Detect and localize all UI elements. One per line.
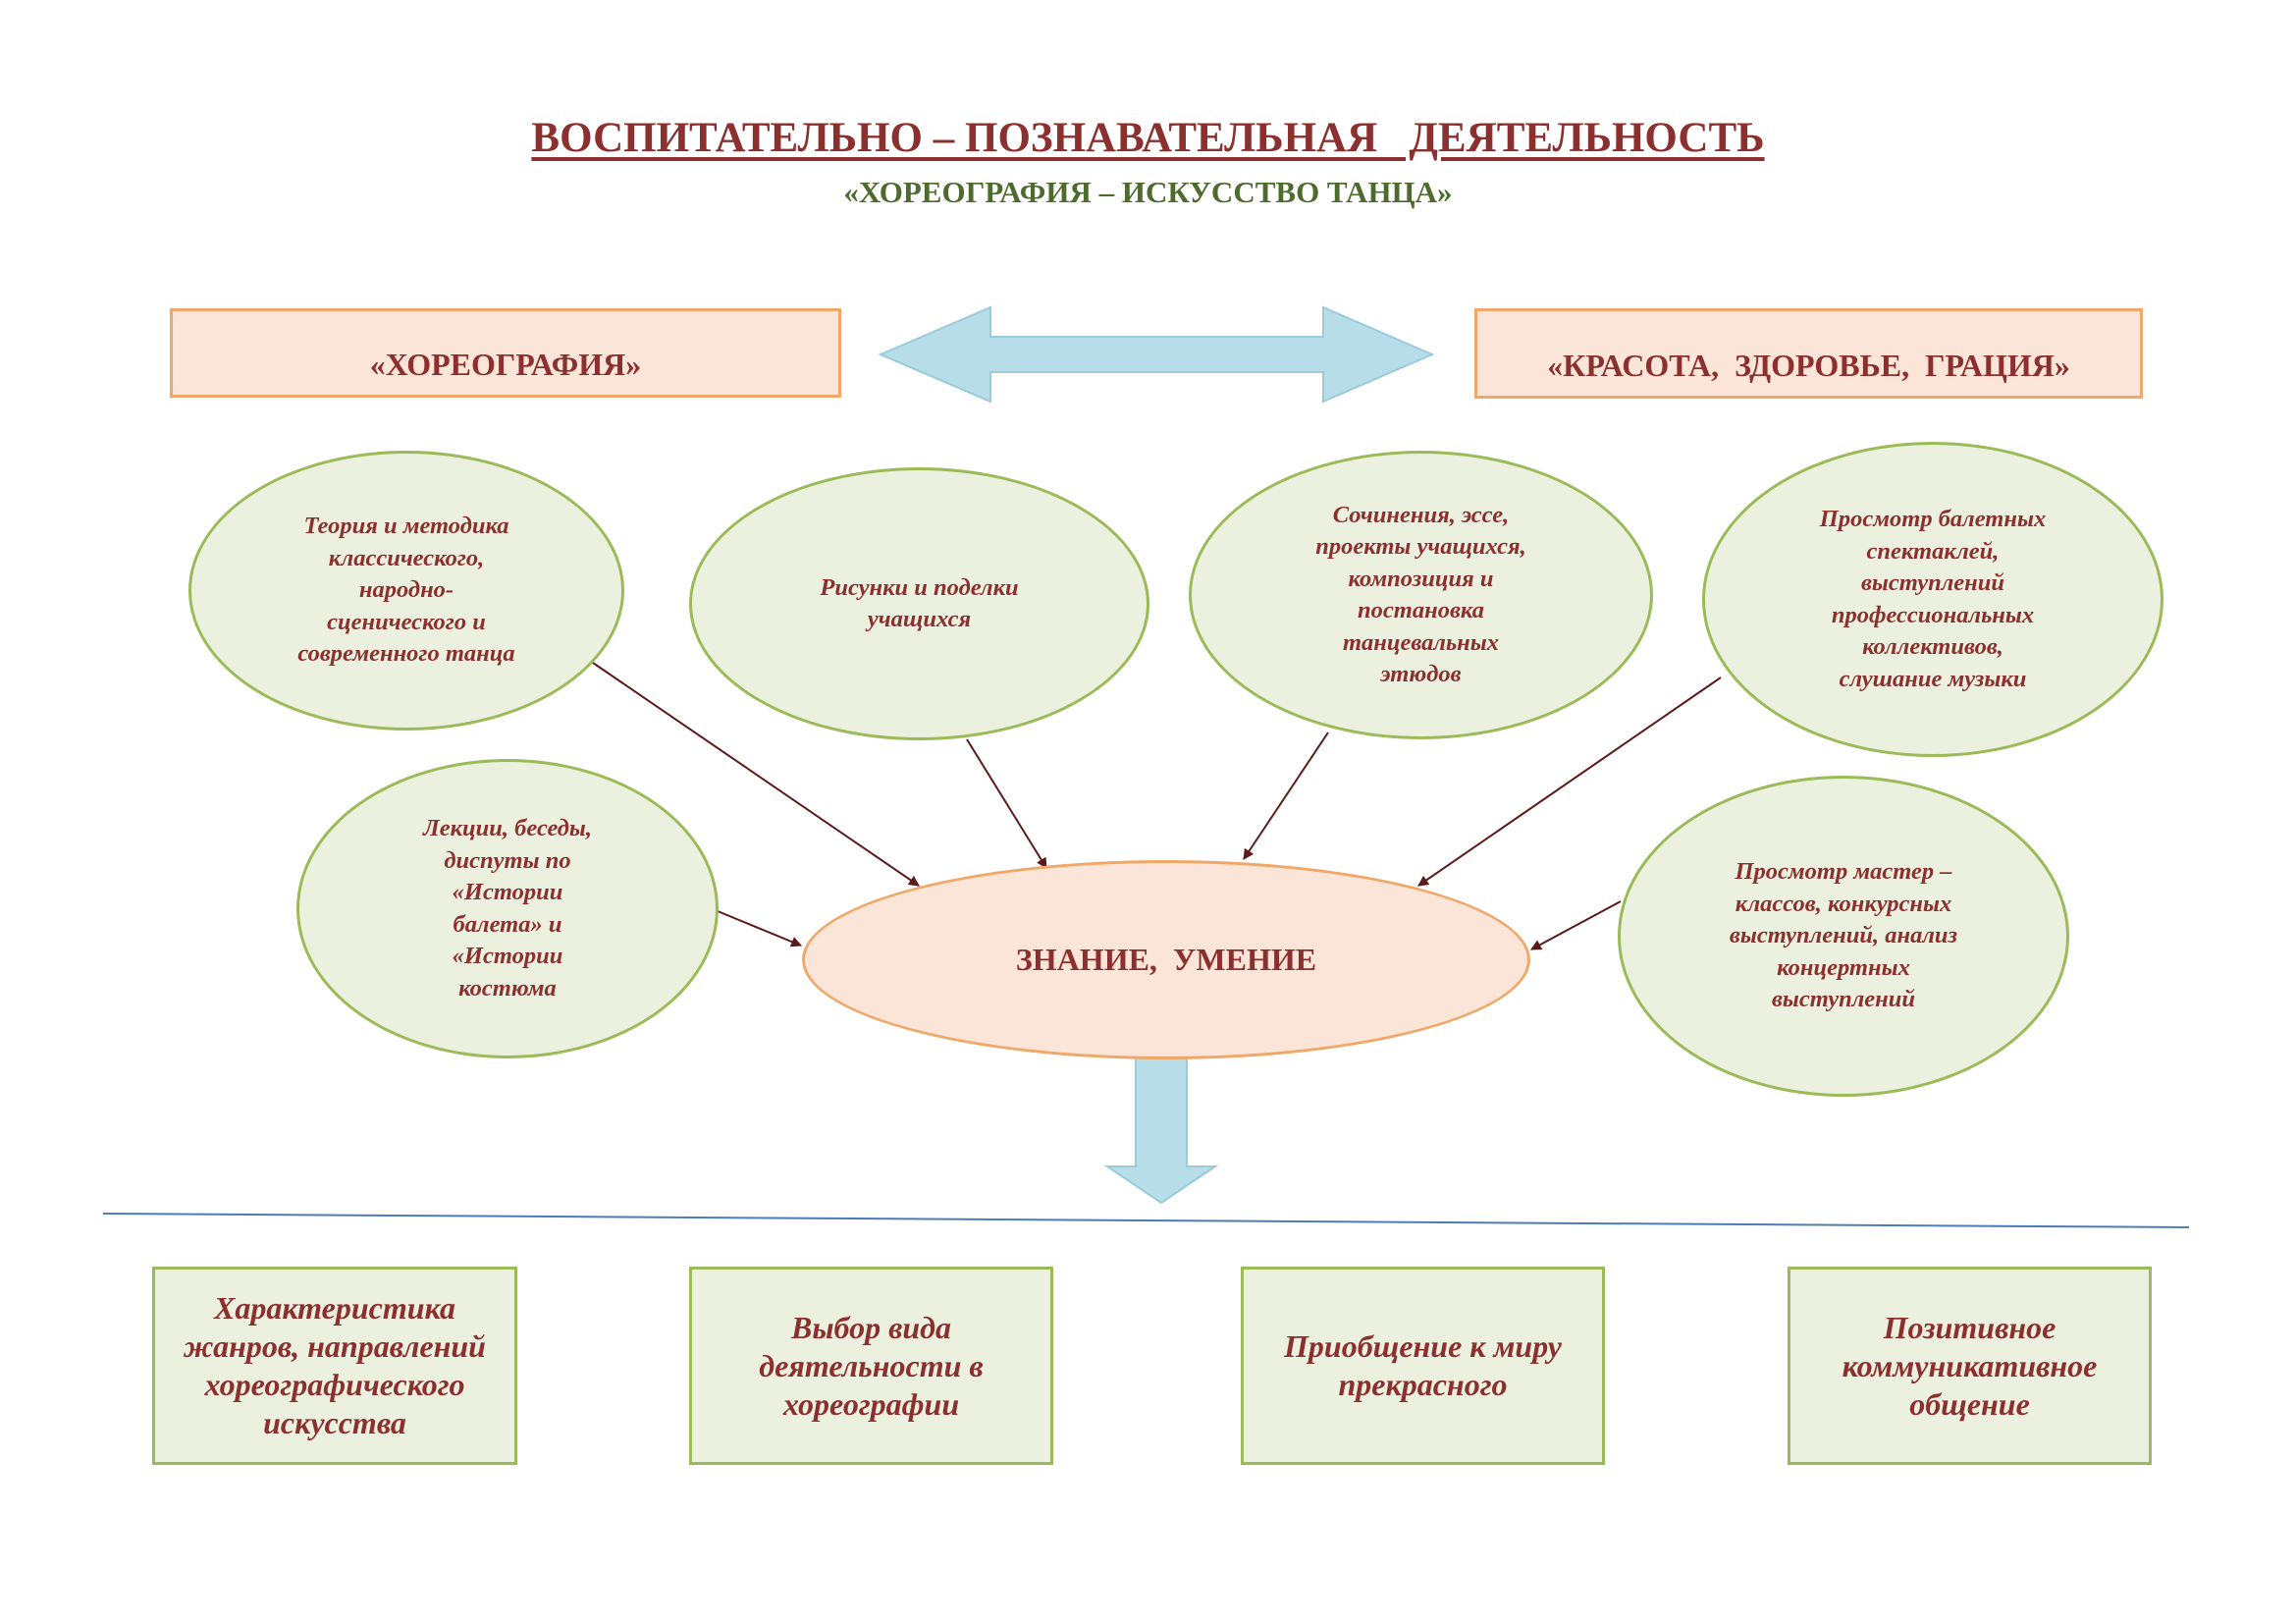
connector-ballet: [1417, 677, 1722, 887]
connector-lectures: [717, 910, 803, 947]
outcome-communication: Позитивное коммуникативное общение: [1788, 1267, 2152, 1465]
page-subtitle: «ХОРЕОГРАФИЯ – ИСКУССТВО ТАНЦА»: [843, 175, 1453, 209]
page-title: ВОСПИТАТЕЛЬНО – ПОЗНАВАТЕЛЬНАЯ ДЕЯТЕЛЬНО…: [531, 115, 1765, 161]
connector-essays: [1243, 731, 1329, 860]
connector-theory: [592, 662, 920, 887]
double-headed-arrow: [878, 305, 1435, 404]
box-choreography: «ХОРЕОГРАФИЯ»: [170, 308, 841, 398]
oval-student-drawings: Рисунки и поделки учащихся: [689, 467, 1149, 740]
outcome-beauty: Приобщение к миру прекрасного: [1241, 1267, 1605, 1465]
oval-dance-theory-text: Теория и методика классического, народно…: [297, 513, 515, 668]
oval-lectures: Лекции, беседы, диспуты по «Истории бале…: [296, 759, 719, 1058]
oval-master-classes-text: Просмотр мастер – классов, конкурсных вы…: [1729, 858, 1958, 1013]
divider-line: [102, 1213, 2190, 1228]
outcome-genres-text: Характеристика жанров, направлений хорео…: [184, 1290, 486, 1440]
center-knowledge-skill-text: ЗНАНИЕ, УМЕНИЕ: [1015, 942, 1317, 977]
oval-student-essays-text: Сочинения, эссе, проекты учащихся, компо…: [1315, 501, 1526, 688]
outcome-activity-choice-text: Выбор вида деятельности в хореографии: [759, 1309, 984, 1422]
outcome-genres: Характеристика жанров, направлений хорео…: [152, 1267, 517, 1465]
oval-master-classes: Просмотр мастер – классов, конкурсных вы…: [1618, 776, 2069, 1097]
connector-master: [1530, 900, 1622, 950]
oval-student-essays: Сочинения, эссе, проекты учащихся, компо…: [1189, 451, 1653, 739]
outcome-beauty-text: Приобщение к миру прекрасного: [1284, 1328, 1562, 1402]
center-knowledge-skill: ЗНАНИЕ, УМЕНИЕ: [802, 860, 1530, 1059]
oval-ballet-viewing-text: Просмотр балетных спектаклей, выступлени…: [1819, 506, 2047, 692]
outcome-communication-text: Позитивное коммуникативное общение: [1842, 1309, 2098, 1422]
oval-dance-theory: Теория и методика классического, народно…: [188, 451, 624, 731]
oval-lectures-text: Лекции, беседы, диспуты по «Истории бале…: [422, 815, 593, 1001]
down-arrow: [1103, 1056, 1219, 1205]
oval-student-drawings-text: Рисунки и поделки учащихся: [820, 573, 1019, 633]
oval-ballet-viewing: Просмотр балетных спектаклей, выступлени…: [1702, 442, 2163, 757]
box-beauty-health-grace: «КРАСОТА, ЗДОРОВЬЕ, ГРАЦИЯ»: [1474, 308, 2143, 399]
connector-drawings: [966, 738, 1047, 869]
outcome-activity-choice: Выбор вида деятельности в хореографии: [689, 1267, 1053, 1465]
